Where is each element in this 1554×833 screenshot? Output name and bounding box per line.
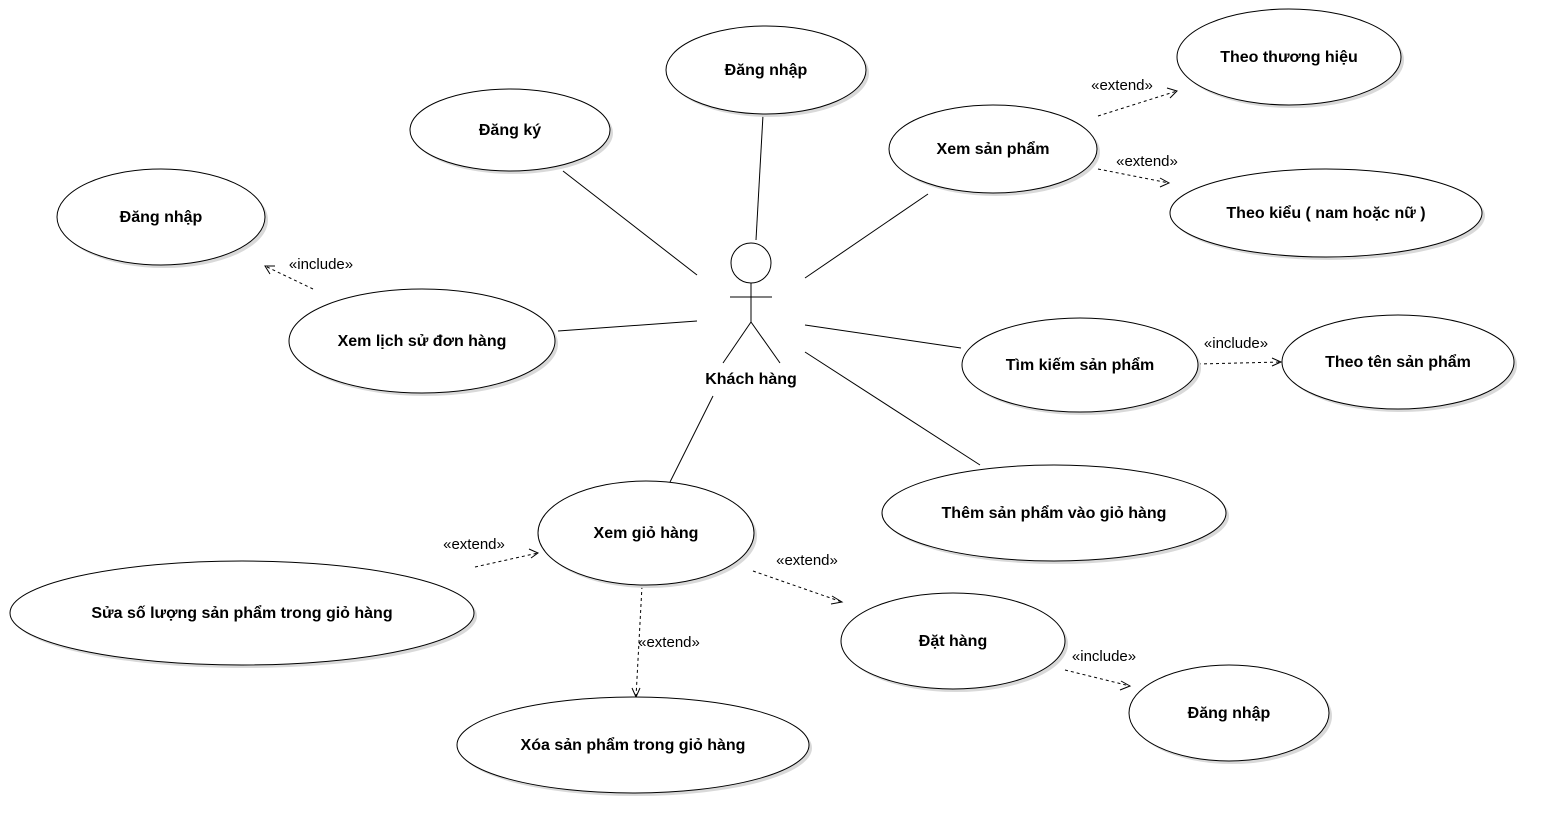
use-case-dang-nhap-left: Đăng nhập: [56, 168, 268, 268]
use-case-xoa-san-pham: Xóa sản phẩm trong giỏ hàng: [456, 696, 812, 796]
use-case-them-gio-hang: Thêm sản phẩm vào giỏ hàng: [881, 464, 1229, 564]
stereotype-labels: «extend» «extend» «include» «include» «e…: [289, 77, 1268, 665]
dep-include-ten: [1197, 357, 1283, 367]
use-case-theo-kieu: Theo kiểu ( nam hoặc nữ ): [1169, 168, 1485, 260]
actor-khach-hang: Khách hàng: [705, 242, 797, 388]
use-case-tim-kiem: Tìm kiếm sản phẩm: [961, 317, 1201, 415]
use-case-label: Đăng nhập: [1188, 705, 1271, 722]
dep-extend-dat-hang: [752, 570, 844, 605]
use-case-label: Sửa số lượng sản phẩm trong giỏ hàng: [91, 604, 392, 622]
assoc-them-gio-hang: [804, 351, 981, 466]
use-case-label: Xem lịch sử đơn hàng: [338, 333, 507, 350]
use-case-theo-ten: Theo tên sản phẩm: [1281, 314, 1517, 412]
use-case-theo-thuong-hieu: Theo thương hiệu: [1176, 8, 1404, 108]
dep-include-dat-hang: [1064, 669, 1132, 691]
stereotype-include-dat-hang: «include»: [1072, 648, 1136, 665]
use-case-label: Đăng nhập: [120, 209, 203, 226]
associations: [557, 114, 981, 483]
dep-extend-thuong-hieu: [1097, 87, 1178, 117]
actor-left-leg: [722, 321, 752, 364]
use-case-label: Đăng nhập: [725, 62, 808, 79]
use-case-label: Xem sản phẩm: [937, 140, 1050, 158]
assoc-dang-nhap-top: [755, 114, 764, 241]
dep-extend-kieu: [1097, 168, 1171, 188]
assoc-xem-san-pham: [804, 193, 929, 279]
stereotype-include-lich-su: «include»: [289, 256, 353, 273]
stereotype-extend-thuong-hieu: «extend»: [1091, 77, 1153, 94]
assoc-dang-ky: [562, 170, 698, 276]
assoc-xem-lich-su: [557, 320, 698, 332]
stereotype-include-ten: «include»: [1204, 335, 1268, 352]
use-case-xem-lich-su: Xem lịch sử đơn hàng: [288, 288, 558, 396]
use-case-dang-ky: Đăng ký: [409, 88, 613, 174]
actor-label: Khách hàng: [705, 371, 797, 388]
dep-include-lich-su: [264, 265, 314, 290]
assoc-xem-gio-hang: [669, 395, 714, 483]
stereotype-extend-kieu: «extend»: [1116, 153, 1178, 170]
use-case-label: Đặt hàng: [919, 633, 987, 650]
use-cases: Đăng nhập Đăng ký Đăng nhập Xem lịch sử …: [9, 8, 1517, 796]
use-case-dat-hang: Đặt hàng: [840, 592, 1068, 692]
dependencies: [264, 87, 1283, 699]
stereotype-extend-dat-hang: «extend»: [776, 552, 838, 569]
use-case-label: Đăng ký: [479, 122, 541, 139]
use-case-dang-nhap-bottom: Đăng nhập: [1128, 664, 1332, 764]
use-case-label: Theo tên sản phẩm: [1325, 353, 1471, 371]
use-case-label: Xem giỏ hàng: [594, 525, 699, 542]
use-case-dang-nhap-top: Đăng nhập: [665, 25, 869, 117]
use-case-sua-so-luong: Sửa số lượng sản phẩm trong giỏ hàng: [9, 560, 477, 668]
use-case-label: Xóa sản phẩm trong giỏ hàng: [521, 736, 746, 754]
use-case-label: Tìm kiếm sản phẩm: [1006, 356, 1155, 374]
use-case-label: Theo thương hiệu: [1220, 49, 1358, 66]
use-case-xem-gio-hang: Xem giỏ hàng: [537, 480, 757, 588]
actor-right-leg: [750, 321, 781, 364]
dep-extend-sua: [474, 548, 540, 568]
assoc-tim-kiem: [804, 324, 962, 349]
use-case-xem-san-pham: Xem sản phẩm: [888, 104, 1100, 196]
stereotype-extend-sua: «extend»: [443, 536, 505, 553]
stereotype-extend-xoa: «extend»: [638, 634, 700, 651]
actor-head: [730, 242, 772, 284]
use-case-label: Thêm sản phẩm vào giỏ hàng: [942, 504, 1167, 522]
use-case-label: Theo kiểu ( nam hoặc nữ ): [1226, 204, 1425, 222]
